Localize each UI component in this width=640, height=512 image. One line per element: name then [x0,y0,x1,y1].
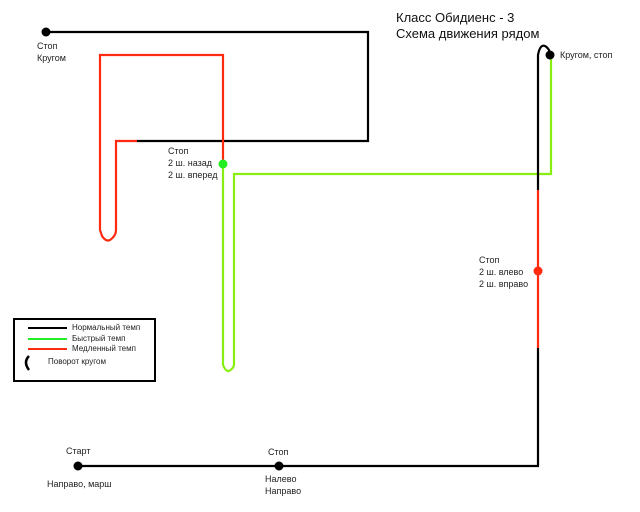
legend-normal-label: Нормальный темп [72,323,141,332]
diagram-title: Класс Обидиенс - 3 [396,10,515,25]
label-stop-back-1: Стоп [168,146,189,156]
point-turn-stop [545,50,555,60]
point-stop-turn [41,27,51,37]
legend-turn-label: Поворот кругом [48,357,106,366]
point-start [73,461,83,471]
point-stop-back [218,159,228,169]
label-stop-back-3: 2 ш. вперед [168,170,218,180]
route-fast-middle [221,57,553,373]
label-stop-turn-1: Стоп [37,41,58,51]
diagram-subtitle: Схема движения рядом [396,26,540,41]
legend-box [13,318,156,382]
label-stop1-2: Направо [265,486,302,496]
label-stop-turn-2: Кругом [37,53,66,63]
label-stop1-above: Стоп [268,447,289,457]
label-turn-stop: Кругом, стоп [560,50,613,60]
route-normal-right [536,44,553,190]
point-stop1 [274,461,284,471]
route-normal-bottom [78,348,540,468]
point-stop-side [533,266,543,276]
legend-fast-label: Быстрый темп [72,334,126,343]
label-stop-side-3: 2 ш. вправо [479,279,529,289]
label-stop-side-2: 2 ш. влево [479,267,524,277]
label-stop1-1: Налево [265,474,297,484]
turn-around-icon [24,355,31,371]
legend-slow-label: Медленный темп [72,344,136,353]
route-normal-top [46,30,370,143]
label-start-below: Направо, марш [47,479,112,489]
label-start-above: Старт [66,446,91,456]
route-slow-left [98,53,225,242]
label-stop-side-1: Стоп [479,255,500,265]
label-stop-back-2: 2 ш. назад [168,158,212,168]
